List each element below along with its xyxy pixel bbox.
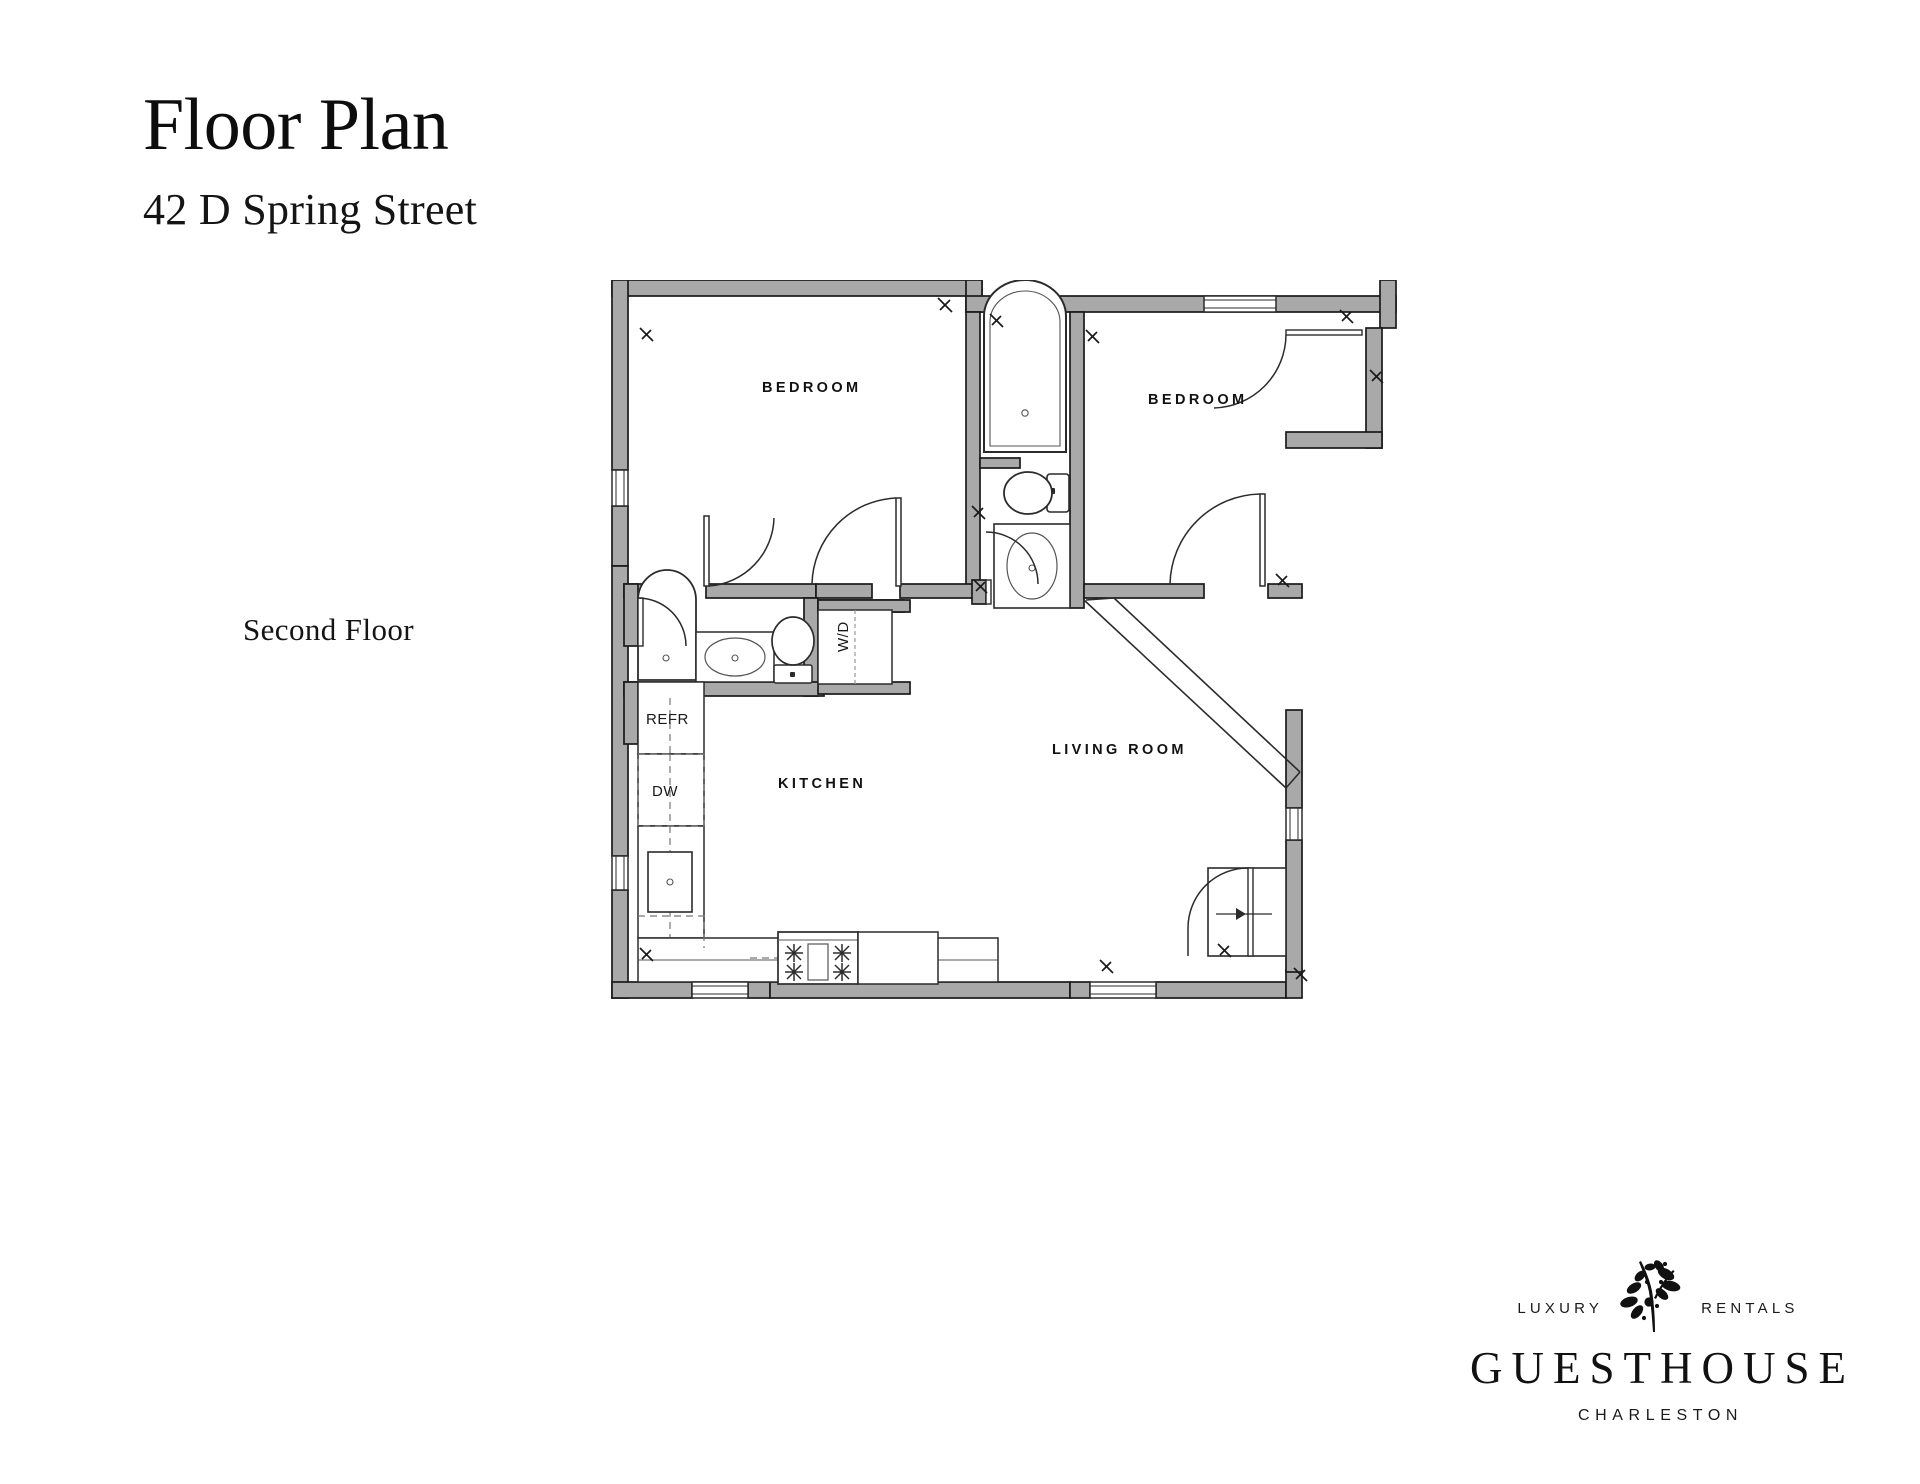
- room-label-kitchen: KITCHEN: [778, 776, 866, 792]
- appliance-label-refrigerator: REFR: [646, 711, 689, 728]
- page-title: Floor Plan: [143, 84, 449, 166]
- door-bedroom-1-right: [811, 497, 902, 587]
- floor-plan-svg: BEDROOM BEDROOM LIVING ROOM KITCHEN REFR…: [611, 280, 1397, 999]
- toilet-lower-icon: [771, 616, 815, 684]
- header: Floor Plan 42 D Spring Street: [143, 88, 477, 232]
- vanity-sink-upper-icon: [993, 523, 1071, 609]
- toilet-upper-icon: [1003, 471, 1070, 515]
- appliance-labels: REFR DW W/D: [646, 621, 852, 800]
- olive-branch-icon: [1620, 1260, 1681, 1332]
- appliance-label-dishwasher: DW: [652, 783, 678, 800]
- logo-location: CHARLESTON: [1577, 1407, 1744, 1424]
- logo-rentals-text: RENTALS: [1701, 1299, 1799, 1317]
- doors: [637, 329, 1363, 957]
- vanity-sink-lower-icon: [695, 631, 775, 683]
- page-subtitle-address: 42 D Spring Street: [143, 185, 478, 234]
- room-labels: BEDROOM BEDROOM LIVING ROOM KITCHEN: [762, 380, 1248, 792]
- floor-plan-drawing: BEDROOM BEDROOM LIVING ROOM KITCHEN REFR…: [600, 280, 1480, 1180]
- staircase: [1083, 597, 1301, 789]
- wall-break-marks: [639, 297, 1384, 982]
- room-label-living-room: LIVING ROOM: [1052, 742, 1187, 758]
- door-exterior-right: [1187, 867, 1287, 957]
- door-bedroom-2: [1169, 493, 1266, 587]
- bathtub-upper-icon: [983, 280, 1067, 453]
- washer-dryer-icon: [817, 609, 893, 685]
- windows: [611, 295, 1303, 999]
- casework-and-fixtures: [637, 280, 1071, 985]
- room-label-bedroom-1: BEDROOM: [762, 380, 862, 396]
- door-entry-closet: [1213, 329, 1363, 409]
- range-stove-icon: [777, 931, 939, 985]
- room-label-bedroom-2: BEDROOM: [1148, 392, 1248, 408]
- logo-top-row: LUXURY: [1448, 1258, 1868, 1334]
- floor-level-label: Second Floor: [243, 612, 414, 647]
- logo-brand-name: GUESTHOUSE: [1469, 1343, 1855, 1393]
- wall-structure: [611, 280, 1397, 999]
- shower-lower-icon: [637, 569, 697, 681]
- appliance-label-washer-dryer: W/D: [835, 621, 852, 652]
- logo-luxury-text: LUXURY: [1517, 1299, 1604, 1317]
- door-bedroom-1-left: [703, 515, 775, 587]
- door-lower-bath: [637, 597, 687, 647]
- brand-logo: LUXURY: [1448, 1258, 1868, 1425]
